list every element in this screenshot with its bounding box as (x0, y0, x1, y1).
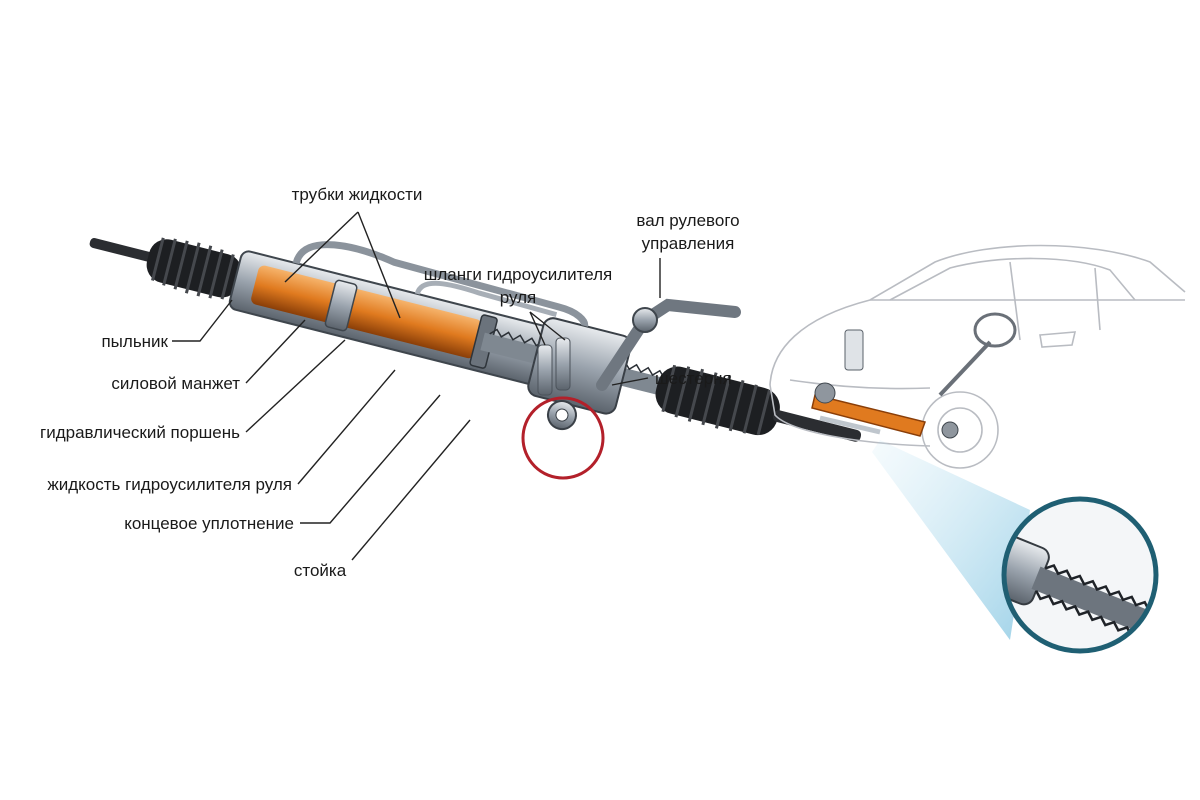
lead-ps-hoses-a (529, 311, 546, 346)
car-illustration (769, 244, 1186, 469)
ps-hoses (537, 337, 571, 396)
lead-fluid-tubes-b (357, 211, 401, 319)
zoom-beam (872, 440, 1030, 640)
label-pinion: шестерня (655, 369, 732, 388)
highlight-ring (521, 396, 605, 480)
zoom-callout (872, 440, 1159, 654)
label-hydraulic-piston: гидравлический поршень (40, 423, 240, 442)
lead-pinion (611, 377, 649, 386)
label-steering-shaft-2: управления (642, 234, 735, 253)
label-rack: стойка (294, 561, 347, 580)
lead-power-cuff (245, 319, 306, 384)
label-steering-shaft-1: вал рулевого (636, 211, 739, 230)
lead-ps-fluid (297, 369, 396, 485)
magnifier-callout-icon (1001, 496, 1159, 654)
lead-rack (351, 419, 471, 561)
fluid-chamber (251, 265, 482, 359)
hydraulic-piston (324, 279, 358, 332)
right-boot (655, 364, 780, 436)
label-end-seal: концевое уплотнение (124, 514, 294, 533)
lead-end-seal (300, 394, 441, 524)
label-ps-fluid: жидкость гидроусилителя руля (47, 475, 292, 494)
lead-ps-hoses-b (529, 311, 566, 341)
label-power-cuff: силовой манжет (111, 374, 240, 393)
label-ps-hoses-2: руля (500, 288, 537, 307)
label-ps-hoses-1: шланги гидроусилителя (424, 265, 613, 284)
label-boot: пыльник (101, 332, 168, 351)
labels: трубки жидкости вал рулевого управления … (40, 185, 740, 580)
rack-assembly (89, 237, 862, 442)
label-fluid-tubes: трубки жидкости (292, 185, 423, 204)
right-tie-rod (773, 410, 862, 442)
leader-lines (172, 211, 661, 561)
lead-piston (245, 339, 346, 433)
car-rack (811, 394, 926, 437)
steering-shaft (596, 298, 741, 391)
lead-fluid-tubes-a (284, 211, 359, 283)
fluid-tube-2 (414, 280, 558, 318)
lead-boot (172, 299, 233, 342)
left-tie-rod (89, 238, 159, 264)
fluid-tube-1 (292, 241, 589, 327)
left-boot (146, 237, 242, 300)
